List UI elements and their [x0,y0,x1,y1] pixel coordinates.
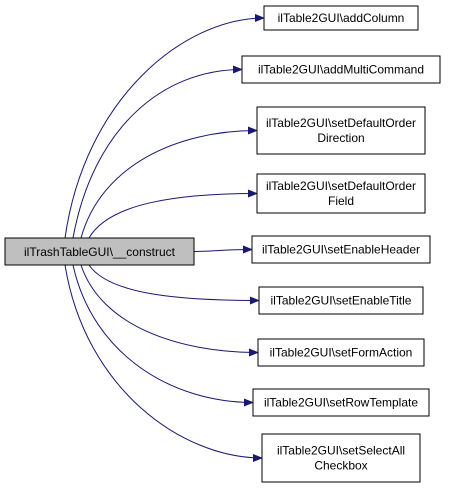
edges-layer [64,14,265,462]
target-node[interactable]: ilTable2GUI\addMultiCommand [241,55,441,84]
target-node-box [258,286,424,315]
target-node-label: ilTable2GUI\setEnableTitle [271,294,412,308]
call-edge [80,126,258,239]
call-edge [72,264,254,407]
target-node[interactable]: ilTable2GUI\setFormAction [257,338,425,367]
call-edge [64,14,265,239]
target-node-box [252,388,430,417]
target-node-label: Direction [317,131,364,145]
target-node-label: Field [328,194,354,208]
target-node-box [261,433,421,483]
target-node-label: ilTable2GUI\setDefaultOrder [266,116,416,130]
source-node-label: ilTrashTableGUI\__construct [24,245,176,259]
target-node[interactable]: ilTable2GUI\setRowTemplate [252,388,430,417]
target-node-label: ilTable2GUI\setEnableHeader [262,243,420,257]
targets-layer: ilTable2GUI\addColumn ilTable2GUI\addMult… [241,5,441,483]
call-edge [64,264,263,462]
target-node-box [256,106,426,155]
target-node[interactable]: ilTable2GUI\addColumn [263,5,419,31]
target-node-box [256,173,426,214]
target-node-label: ilTable2GUI\addMultiCommand [258,63,424,77]
target-node-label: ilTable2GUI\setRowTemplate [264,396,418,410]
target-node[interactable]: ilTable2GUI\setEnableTitle [258,286,424,315]
source-node-box [4,237,195,266]
target-node-box [251,235,431,264]
target-node-box [263,5,419,31]
call-edge [88,189,258,239]
target-node-box [241,55,441,84]
target-node-box [257,338,425,367]
target-node[interactable]: ilTable2GUI\setEnableHeader [251,235,431,264]
call-edge [88,264,260,305]
call-edge [193,245,253,254]
target-node-label: ilTable2GUI\setSelectAll [277,444,405,458]
call-edge [80,264,259,357]
target-node-label: Checkbox [314,459,367,473]
target-node-label: ilTable2GUI\setFormAction [270,346,413,360]
call-edge [72,65,243,239]
source-node[interactable]: ilTrashTableGUI\__construct [4,237,195,266]
target-node-label: ilTable2GUI\addColumn [278,11,405,25]
target-node-label: ilTable2GUI\setDefaultOrder [266,179,416,193]
